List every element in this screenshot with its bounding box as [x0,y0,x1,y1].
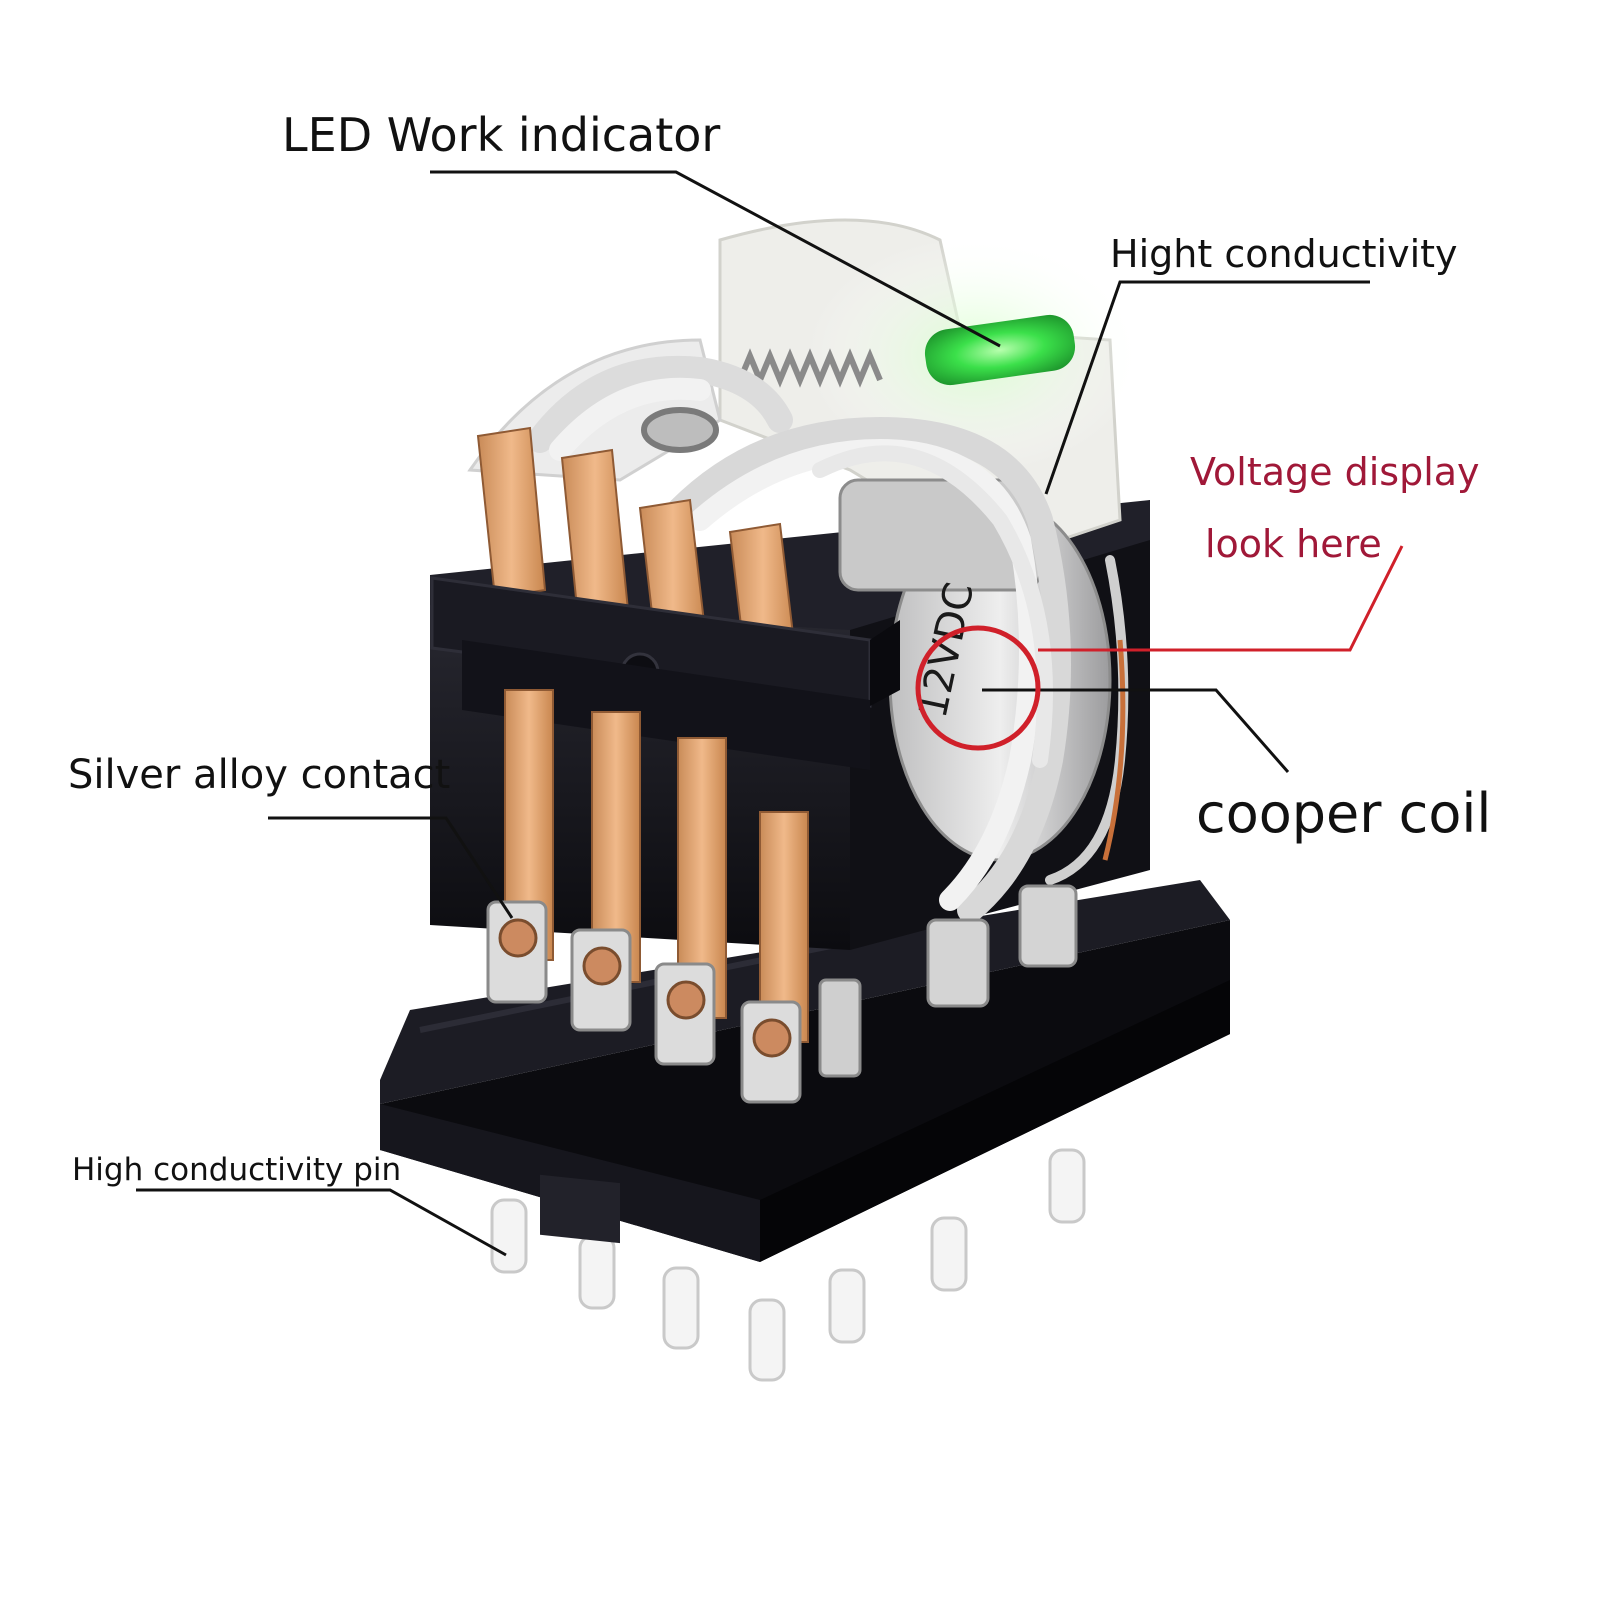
hight-conductivity-leader [1044,280,1370,495]
label-led-work-indicator: LED Work indicator [282,108,721,162]
bottom-pins [490,1148,1086,1382]
label-silver-alloy-contact: Silver alloy contact [68,752,451,798]
copper-coil-wire [1102,639,1126,861]
led-indicator [924,314,1076,386]
socket-base [380,880,1230,1262]
silver-contacts [486,884,1078,1104]
label-cooper-coil: cooper coil [1196,782,1492,845]
label-hight-conductivity: Hight conductivity [1110,232,1458,276]
silver-contact-leader [268,816,514,919]
led-leader [430,170,1001,348]
label-look-here: look here [1205,522,1382,566]
pin-leader [136,1188,507,1257]
label-high-conductivity-pin: High conductivity pin [72,1152,402,1188]
callout-lines [136,170,1370,1257]
copper-coil-leader [982,688,1290,773]
clamp-bar [430,576,900,770]
white-wires [527,355,1129,923]
spring [641,348,883,453]
label-voltage-display: Voltage display [1190,450,1480,494]
voltage-leader [1038,545,1404,652]
voltage-callout [915,545,1404,751]
voltage-callout-circle [915,625,1041,751]
